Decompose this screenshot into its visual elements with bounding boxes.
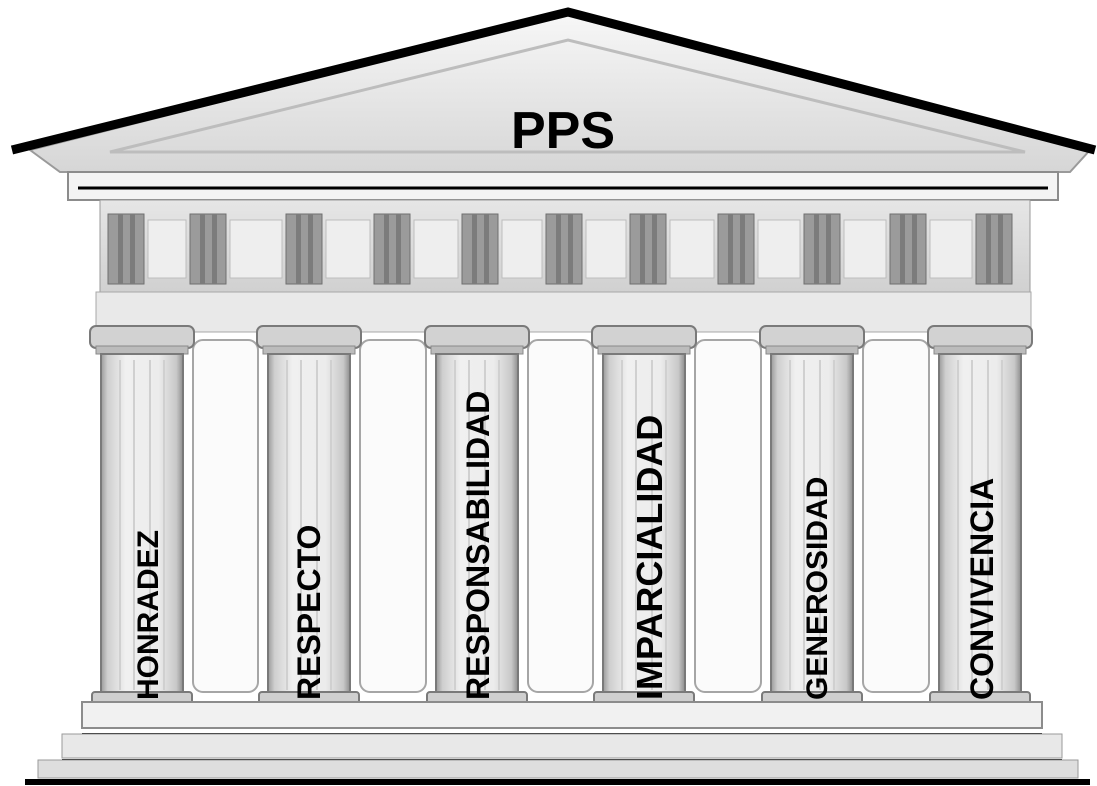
intercolumn-panel [359, 339, 427, 693]
triglyph-groove [652, 214, 657, 284]
metope [413, 219, 459, 279]
triglyph-groove [998, 214, 1003, 284]
triglyph-groove [900, 214, 905, 284]
triglyph-groove [384, 214, 389, 284]
pillar-label-respecto: RESPECTO [291, 525, 327, 700]
column-shaft [435, 353, 519, 697]
intercolumn-panel [694, 339, 762, 693]
metope [929, 219, 973, 279]
triglyph-groove [200, 214, 205, 284]
triglyph-groove [728, 214, 733, 284]
intercolumn-panel [527, 339, 594, 693]
column [591, 325, 697, 705]
pillar-label-convivencia: CONVIVENCIA [964, 478, 1000, 700]
column-capital [927, 325, 1033, 349]
triglyph-groove [568, 214, 573, 284]
pillar-labels: HONRADEZ RESPECTO RESPONSABILIDAD IMPARC… [132, 391, 1000, 700]
triglyph-groove [986, 214, 991, 284]
column [256, 325, 362, 705]
column-neck [933, 345, 1027, 355]
metope [669, 219, 715, 279]
entablature [67, 171, 1059, 333]
triglyph [545, 213, 583, 285]
column-shaft [770, 353, 854, 697]
column-capital [424, 325, 530, 349]
triglyph-groove [118, 214, 123, 284]
column-shaft [602, 353, 686, 697]
column-capital [591, 325, 697, 349]
column-neck [765, 345, 859, 355]
column-neck [430, 345, 524, 355]
column-neck [262, 345, 356, 355]
column-shaft [267, 353, 351, 697]
column [927, 325, 1033, 705]
columns [89, 325, 1033, 705]
triglyph-groove [912, 214, 917, 284]
triglyph-groove [472, 214, 477, 284]
triglyph-groove [484, 214, 489, 284]
column-shaft [938, 353, 1022, 697]
pediment-inner [109, 38, 1026, 154]
column [424, 325, 530, 705]
triglyph [717, 213, 755, 285]
column-capital [256, 325, 362, 349]
pillar-label-honradez: HONRADEZ [132, 530, 165, 700]
roof-outline [10, 7, 1097, 155]
triglyph [629, 213, 667, 285]
triglyph [461, 213, 499, 285]
temple-title: PPS [511, 102, 615, 160]
metope [229, 219, 283, 279]
triglyph [975, 213, 1013, 285]
triglyph-groove [556, 214, 561, 284]
triglyph-groove [396, 214, 401, 284]
triglyph-groove [308, 214, 313, 284]
triglyph-groove [212, 214, 217, 284]
triglyph-groove [296, 214, 301, 284]
architrave-band [95, 291, 1032, 333]
intercolumn-panel [862, 339, 930, 693]
temple-base [25, 701, 1090, 785]
base-step-top [81, 701, 1043, 729]
triglyph [803, 213, 841, 285]
cornice-band [67, 171, 1059, 201]
column-neck [95, 345, 189, 355]
metope [585, 219, 627, 279]
pillar-label-imparcialidad: IMPARCIALIDAD [629, 415, 670, 700]
column-capital [759, 325, 865, 349]
triglyph [373, 213, 411, 285]
metope [325, 219, 371, 279]
pillar-label-generosidad: GENEROSIDAD [801, 477, 834, 700]
pillar-label-responsabilidad: RESPONSABILIDAD [460, 391, 496, 700]
metope [147, 219, 187, 279]
triglyph-groove [640, 214, 645, 284]
column-capital [89, 325, 195, 349]
triglyph-groove [826, 214, 831, 284]
column [89, 325, 195, 705]
base-step-middle [61, 733, 1063, 759]
triglyph [189, 213, 227, 285]
metope [501, 219, 543, 279]
column-shaft [100, 353, 184, 697]
base-step-bottom [37, 759, 1079, 779]
triglyph-groove [740, 214, 745, 284]
triglyph [285, 213, 323, 285]
column-neck [597, 345, 691, 355]
intercolumn-panel [192, 339, 259, 693]
metope [843, 219, 887, 279]
triglyphs [107, 213, 1013, 285]
triglyph [107, 213, 145, 285]
triglyph-groove [130, 214, 135, 284]
triglyph-groove [814, 214, 819, 284]
metope [757, 219, 801, 279]
pediment: PPS [10, 7, 1097, 173]
triglyph [889, 213, 927, 285]
